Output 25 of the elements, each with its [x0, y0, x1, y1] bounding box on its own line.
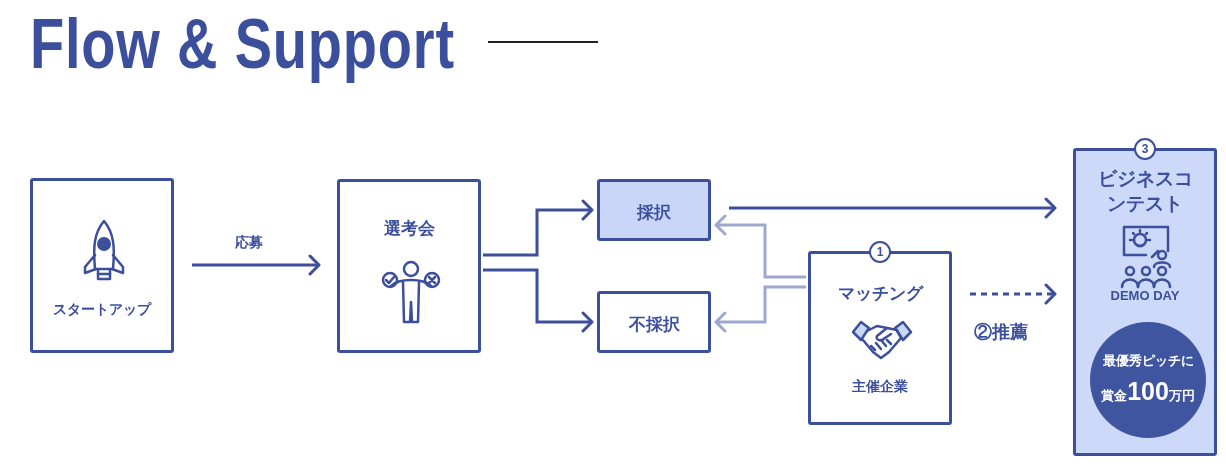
box-label: DEMO DAY [1109, 287, 1181, 305]
arrow [729, 197, 1057, 219]
box-label: 選考会 [382, 218, 436, 240]
result-box [597, 291, 711, 353]
box-label: 採択 [635, 202, 672, 224]
process-box [30, 178, 174, 353]
arrow [714, 285, 806, 333]
arrow [483, 268, 594, 333]
step-number: 3 [1134, 138, 1156, 160]
edge-label: 応募 [233, 234, 265, 252]
title: Flow & Support [30, 4, 455, 84]
arrow [192, 254, 321, 276]
arrow [714, 214, 806, 279]
box-label: ビジネスコンテスト [1096, 167, 1194, 216]
dashed-arrow [970, 283, 1057, 305]
prize-text: 最優秀ピッチに賞金100万円 [1100, 352, 1196, 407]
box-label: スタートアップ [52, 300, 153, 319]
arrow [483, 199, 594, 257]
box-label: 不採択 [627, 314, 681, 336]
result-box [597, 179, 711, 241]
edge-label: ②推薦 [972, 320, 1030, 344]
box-label: マッチング [836, 283, 925, 305]
box-label: 主催企業 [851, 377, 909, 396]
process-box [337, 179, 481, 353]
step-number: 1 [869, 241, 891, 263]
